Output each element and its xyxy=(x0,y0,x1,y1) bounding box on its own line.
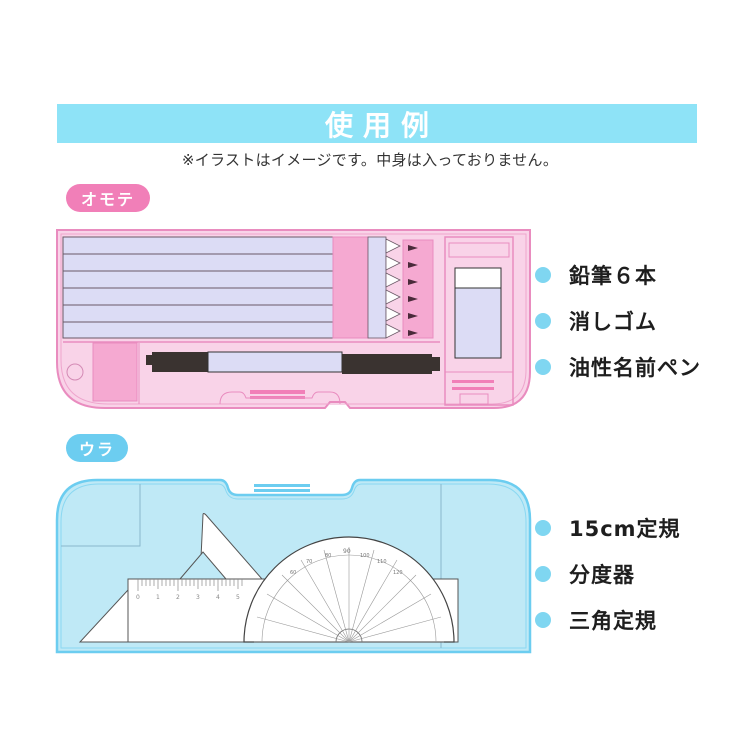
protractor-label: 90 xyxy=(343,548,351,555)
list-item: 油性名前ペン xyxy=(535,344,701,390)
svg-text:60: 60 xyxy=(290,570,296,576)
bullet-icon xyxy=(535,520,551,536)
bullet-icon xyxy=(535,359,551,375)
back-contents-list: 15cm定規 分度器 三角定規 xyxy=(535,505,681,643)
ruler-tick-label: 0 xyxy=(136,594,140,601)
front-side-badge: オモテ xyxy=(66,184,150,212)
list-item: 15cm定規 xyxy=(535,505,681,551)
svg-text:80: 80 xyxy=(325,553,331,559)
list-item: 三角定規 xyxy=(535,597,681,643)
triangle-ruler-icon xyxy=(78,513,264,643)
bullet-icon xyxy=(535,612,551,628)
list-item: 消しゴム xyxy=(535,298,701,344)
front-contents-list: 鉛筆６本 消しゴム 油性名前ペン xyxy=(535,252,701,390)
svg-text:100: 100 xyxy=(360,553,370,559)
svg-text:2: 2 xyxy=(176,594,180,601)
disclaimer-note: ※イラストはイメージです。中身は入っておりません。 xyxy=(181,151,559,169)
list-item: 鉛筆６本 xyxy=(535,252,701,298)
eraser-icon xyxy=(454,267,502,359)
svg-text:70: 70 xyxy=(306,559,312,565)
svg-text:5: 5 xyxy=(236,594,240,601)
marker-pen-icon xyxy=(146,351,440,374)
svg-text:120: 120 xyxy=(393,570,403,576)
bullet-icon xyxy=(535,267,551,283)
svg-text:4: 4 xyxy=(216,594,220,601)
header-bar: 使用例 xyxy=(57,104,697,143)
bullet-icon xyxy=(535,566,551,582)
svg-text:3: 3 xyxy=(196,594,200,601)
svg-text:110: 110 xyxy=(377,559,387,565)
back-side-badge: ウラ xyxy=(66,434,128,462)
page-title: 使用例 xyxy=(324,108,439,142)
svg-text:1: 1 xyxy=(156,594,160,601)
protractor-icon: 90 80 70 60 100 110 120 xyxy=(243,536,455,643)
bullet-icon xyxy=(535,313,551,329)
list-item: 分度器 xyxy=(535,551,681,597)
